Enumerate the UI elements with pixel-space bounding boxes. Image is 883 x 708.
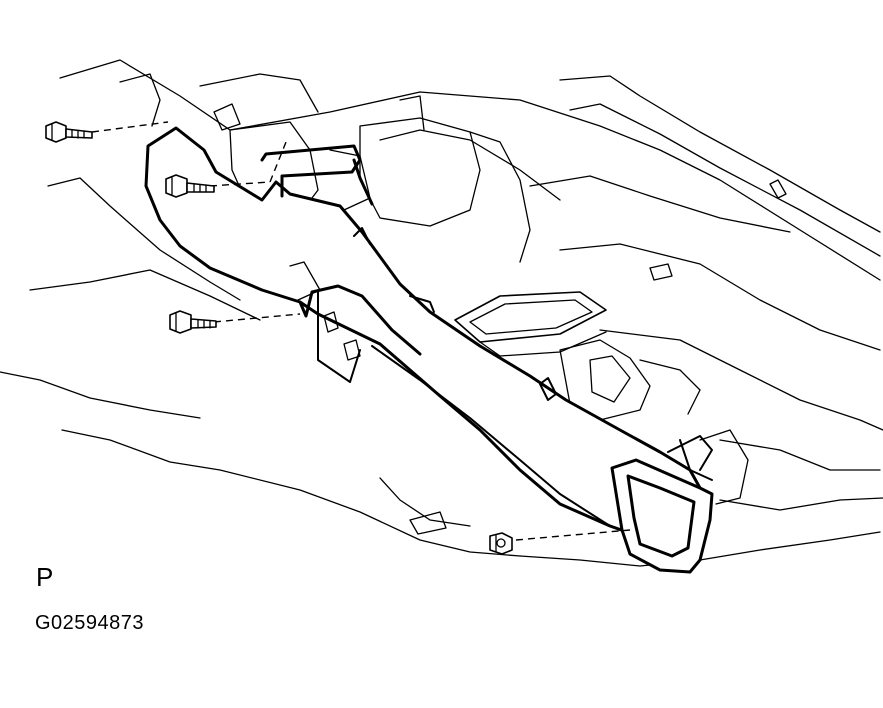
bolt-icon — [45, 121, 93, 143]
floor-panel-outline — [0, 59, 883, 567]
figure-code-label: G02594873 — [35, 612, 145, 634]
bolt-icon — [169, 310, 217, 334]
nut-icon — [489, 532, 513, 555]
view-marker-label: P — [36, 562, 54, 592]
rear-vent-duct — [454, 291, 607, 357]
installation-paths — [91, 121, 631, 541]
console-bracket — [144, 103, 708, 542]
bracket-rear-tab — [610, 435, 714, 574]
bolt-icon — [165, 174, 215, 198]
